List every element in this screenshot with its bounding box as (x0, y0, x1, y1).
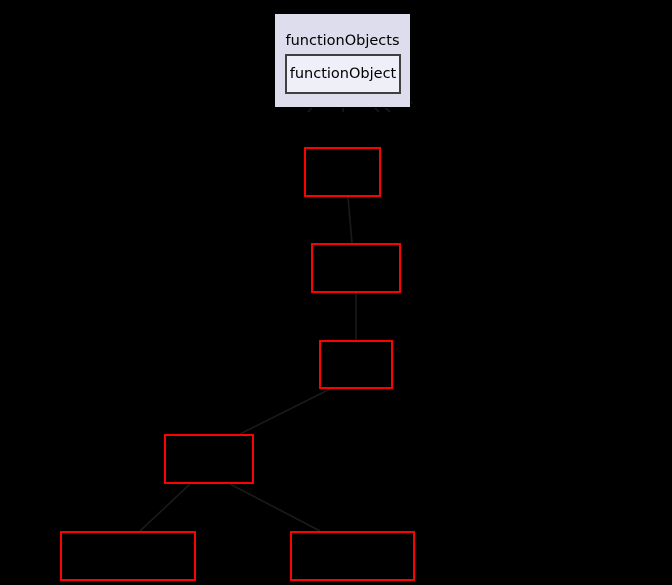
cluster-label: functionObjects (285, 33, 400, 49)
node-functionObject[interactable]: functionObject (285, 54, 401, 94)
node-node-6[interactable] (290, 531, 415, 581)
node-node-3[interactable] (319, 340, 393, 389)
edge-node3-node4 (239, 388, 331, 435)
node-node-4[interactable] (164, 434, 254, 484)
node-node-1[interactable] (304, 147, 381, 197)
edge-node1-node2 (347, 196, 353, 244)
node-node-5[interactable] (60, 531, 196, 581)
node-label: functionObject (289, 65, 397, 82)
edge-node4-node5 (139, 483, 191, 532)
edge-node4-node6 (229, 483, 321, 532)
node-node-2[interactable] (311, 243, 401, 293)
